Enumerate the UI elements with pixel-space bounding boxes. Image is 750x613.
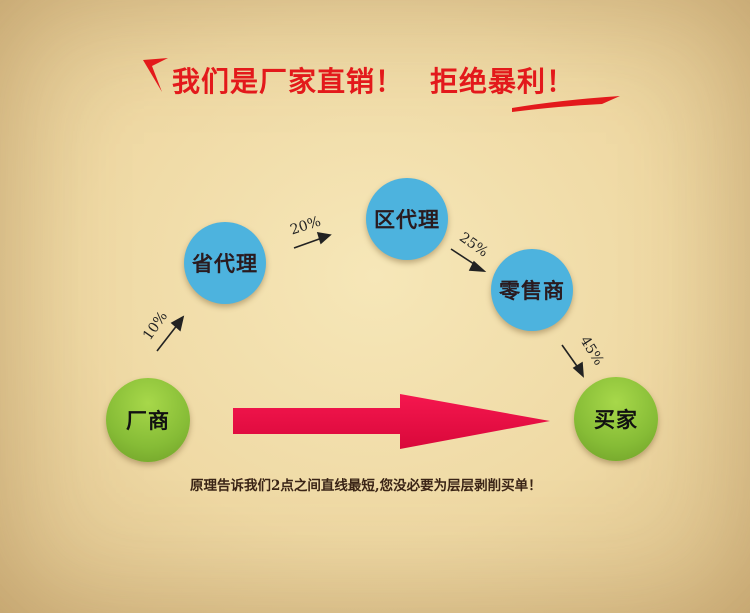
node-retailer-label: 零售商 xyxy=(499,279,565,303)
headline: 我们是厂家直销！ 拒绝暴利！ xyxy=(172,60,592,100)
caption: 原理告诉我们2点之间直线最短,您没必要为层层剥削买单！ xyxy=(190,478,542,494)
direct-arrow-icon xyxy=(233,394,550,449)
arrow-25-icon xyxy=(450,248,487,272)
node-provincial-agent: 省代理 xyxy=(184,222,266,304)
node-retailer: 零售商 xyxy=(491,249,573,331)
node-provincial-agent-label: 省代理 xyxy=(192,252,258,276)
arrow-45-icon xyxy=(561,344,584,378)
right-brush-stroke xyxy=(512,96,620,112)
arrow-20-icon xyxy=(293,231,332,249)
left-brush-stroke xyxy=(143,58,168,92)
node-manufacturer: 厂商 xyxy=(106,378,190,462)
arrow-10-icon xyxy=(156,315,185,352)
node-manufacturer-label: 厂商 xyxy=(126,409,170,433)
node-district-agent: 区代理 xyxy=(366,178,448,260)
node-district-agent-label: 区代理 xyxy=(374,208,440,232)
headline-part1: 我们是厂家直销！ xyxy=(172,65,405,98)
headline-part2: 拒绝暴利！ xyxy=(430,65,576,98)
node-buyer: 买家 xyxy=(574,377,658,461)
node-buyer-label: 买家 xyxy=(594,408,638,432)
